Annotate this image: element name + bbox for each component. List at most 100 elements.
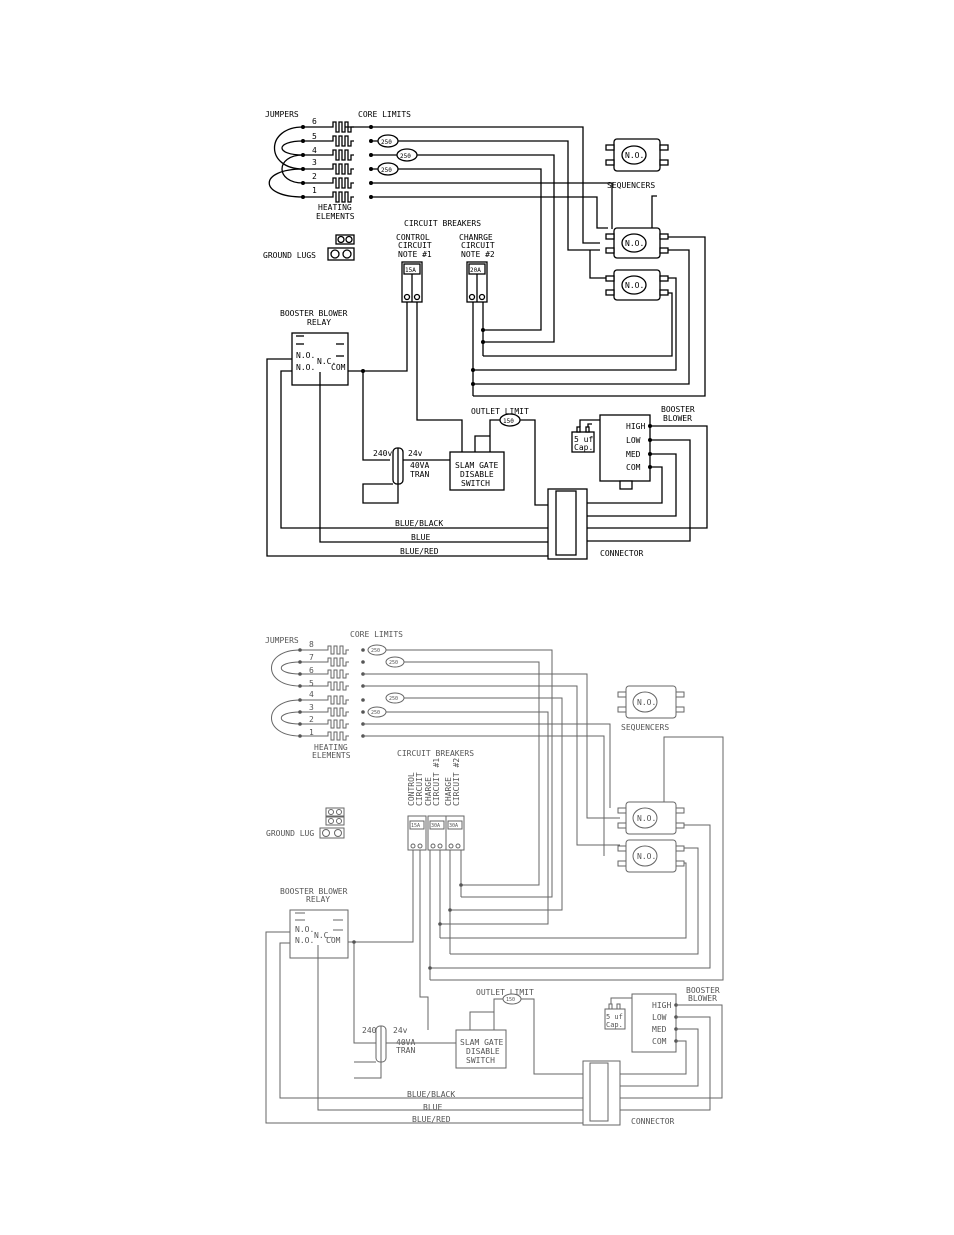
top-ground-lugs [327,234,355,261]
bottom-wiring-diagram: JUMPERS CORE LIMITS 8 7 6 5 4 3 2 1 [265,630,724,1126]
wire [348,941,376,1044]
top-jumper-loop [281,154,304,184]
wire [473,277,677,371]
charge-circuit-label: CHANRGE [459,233,493,242]
wire [651,195,657,228]
slam-gate-label: SLAM GATE [460,1038,504,1047]
transformer-primary: 240v [362,1026,381,1035]
element-number: 4 [312,146,317,155]
wire [404,697,563,911]
element-number: 5 [309,679,314,688]
wire [416,302,463,452]
wire [354,850,414,943]
top-connector [547,488,588,560]
breaker-rating: 30A [431,823,440,829]
wire [520,419,548,506]
wire [430,736,724,981]
slam-gate-label: DISABLE [466,1047,500,1056]
wire [363,302,408,372]
wire [363,735,605,856]
top-element-numbers: 6 5 4 3 2 1 [312,117,317,195]
bottom-core-limits: 250 250 250 250 [367,644,405,718]
wire [371,182,613,229]
top-heating-elements-label: HEATING [318,203,352,212]
wire [386,711,549,925]
wire [317,945,583,1111]
sequencer-contact: N.O. [625,281,644,290]
bottom-jumper-loop [271,699,301,737]
top-control-breaker: 15A [401,261,423,303]
wire [362,483,399,504]
wire [404,661,540,886]
wire [371,168,542,331]
relay-title: BOOSTER BLOWER [280,887,348,896]
top-charge-breaker: 20A [466,261,488,303]
wire [473,236,706,397]
blower-tap-high: HIGH [652,1001,671,1010]
element-number: 2 [309,715,314,724]
relay-no2-label: N.O. [295,936,314,945]
blower-title: BLOWER [688,994,717,1003]
wire [620,1040,687,1075]
wire [489,419,500,452]
transformer-primary: 240v [373,449,392,458]
limit-value: 250 [381,167,392,174]
relay-no1-label: N.O. [296,351,315,360]
wire [348,370,390,461]
top-sequencer-2: N.O. [605,227,669,259]
wire [450,847,699,955]
breaker-rating: 15A [411,823,420,829]
wire [430,824,711,969]
limit-value: 150 [506,997,515,1003]
breaker-rating: 30A [449,823,458,829]
bottom-transformer [375,1025,387,1063]
blower-tap-med: MED [652,1025,667,1034]
blower-title: BOOSTER [686,986,720,995]
wire [587,453,677,517]
blower-tap-low: LOW [652,1013,667,1022]
relay-no2-label: N.O. [296,363,315,372]
bottom-core-limits-label: CORE LIMITS [350,630,403,639]
wire-label-blue-red: BLUE/RED [412,1115,451,1124]
blower-title: BOOSTER [661,405,695,414]
bottom-heating-elements [298,645,365,741]
sequencer-contact: N.O. [637,698,656,707]
wire [363,723,611,808]
wire [473,249,690,385]
wire [620,1016,711,1111]
wire [279,942,583,1099]
wire [587,466,663,504]
relay-title: RELAY [307,318,331,327]
limit-value: 250 [371,648,380,654]
top-wiring-diagram: JUMPERS CORE LIMITS 6 5 4 3 2 1 [263,110,708,560]
wire [419,850,429,1030]
top-jumper-loop [274,126,304,170]
bottom-capacitor: 5 uf Cap. [604,1003,626,1030]
top-heating-elements [301,121,373,203]
bottom-element-numbers: 8 7 6 5 4 3 2 1 [309,640,314,737]
bottom-sequencers-label: SEQUENCERS [621,723,669,732]
wire [265,931,583,1124]
wire [587,425,708,529]
top-transformer [392,447,404,485]
bottom-breaker-vertical-labels: CONTROL CIRCUIT CHARGE CIRCUIT #1 CHARGE… [407,758,461,806]
blower-tap-com: COM [652,1037,667,1046]
element-number: 2 [312,172,317,181]
capacitor-label: 5 uf [574,435,593,444]
bottom-sequencer-1: N.O. [617,685,685,719]
slam-gate-label: SLAM GATE [455,461,499,470]
wire [587,423,592,427]
capacitor-label: Cap. [606,1021,623,1029]
wire-label-blue-red: BLUE/RED [400,547,439,556]
bottom-slam-gate-switch: SLAM GATE DISABLE SWITCH [455,1029,507,1069]
blower-tap-low: LOW [626,436,641,445]
wire [493,998,503,1030]
relay-com-label: COM [331,363,346,372]
wire [610,997,632,1004]
bottom-heating-elements-label-2: ELEMENTS [312,751,351,760]
wire [319,372,548,543]
wire-label-blue: BLUE [411,533,430,542]
blower-tap-high: HIGH [626,422,645,431]
breaker-vertical-label: CHARGE [424,777,433,806]
element-number: 3 [309,703,314,712]
